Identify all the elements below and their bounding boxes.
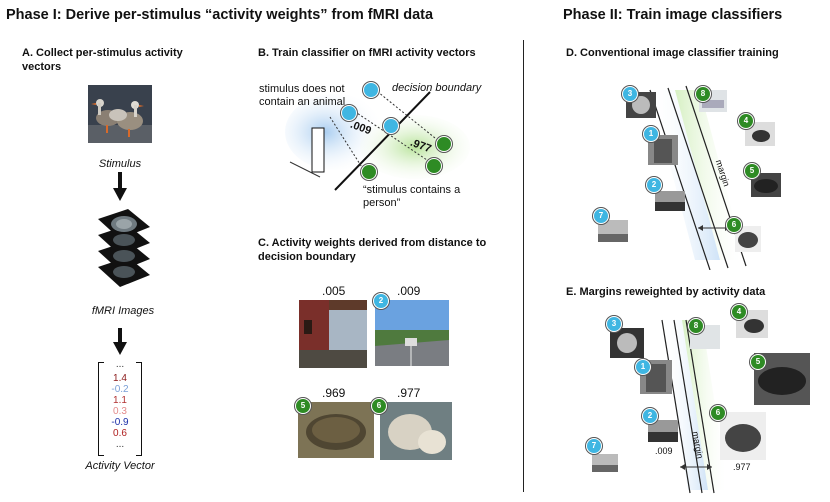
phase-divider (523, 40, 524, 492)
vector-value: -0.9 (111, 417, 129, 428)
reweighted-classifier (661, 319, 728, 494)
vector-value: 0.3 (113, 406, 127, 417)
e-weight-left: .009 (655, 446, 673, 456)
phase1-title: Phase I: Derive per-stimulus “activity w… (6, 7, 434, 23)
vector-bracket-right (136, 362, 142, 456)
person-label: “stimulus contains a person” (363, 184, 461, 209)
badge-blue (363, 82, 379, 98)
badge-blue: 1 (635, 359, 651, 375)
thumb-1 (640, 360, 672, 394)
badge-green: 5 (744, 163, 760, 179)
vector-value: 0.6 (113, 428, 127, 439)
vector-value: 1.4 (113, 373, 127, 384)
thumb-2 (648, 420, 678, 442)
badge-green (361, 164, 377, 180)
badge-blue: 3 (622, 86, 638, 102)
section-b-title: B. Train classifier on fMRI activity vec… (258, 47, 476, 59)
vector-value: ... (115, 439, 125, 450)
vector-bracket-left (98, 362, 104, 456)
badge-blue: 2 (646, 177, 662, 193)
weight-1: .005 (322, 284, 346, 298)
badge-green: 6 (726, 217, 742, 233)
badge-blue: 7 (586, 438, 602, 454)
highway-photo (375, 300, 449, 366)
fmri-label: fMRI Images (91, 305, 155, 317)
seal-photo (380, 402, 452, 460)
thumb-6 (735, 226, 761, 252)
badge-blue (341, 105, 357, 121)
negative-region (285, 94, 385, 170)
badge-green (436, 136, 452, 152)
thumb-7 (592, 454, 618, 472)
vector-value: -0.2 (111, 384, 129, 395)
section-d-title: D. Conventional image classifier trainin… (566, 47, 779, 59)
badge-blue: 7 (593, 208, 609, 224)
badge-green: 4 (731, 304, 747, 320)
thumb-4 (736, 310, 768, 338)
weight-4: .977 (397, 386, 421, 400)
badge-blue: 2 (373, 293, 389, 309)
badge-green: 5 (750, 354, 766, 370)
stimulus-label: Stimulus (98, 158, 142, 170)
thumb-3 (610, 328, 644, 358)
geese-picture (88, 85, 152, 143)
e-weight-right: .977 (733, 462, 751, 472)
fmri-stack-icon (98, 209, 150, 287)
weight-2: .009 (397, 284, 421, 298)
badge-blue: 1 (643, 126, 659, 142)
vector-value: 1.1 (113, 395, 127, 406)
decision-boundary-line (334, 91, 431, 191)
badge-green: 6 (710, 405, 726, 421)
section-c-title: C. Activity weights derived from distanc… (258, 237, 487, 263)
street-photo (299, 300, 367, 368)
badge-blue: 2 (642, 408, 658, 424)
thumb-6 (720, 412, 766, 460)
badge-blue: 3 (606, 316, 622, 332)
down-arrow-icon (113, 172, 127, 201)
thumb-3 (626, 92, 656, 118)
badge-green: 6 (371, 398, 387, 414)
not-animal-label: stimulus does not contain an animal (259, 83, 346, 108)
tortoise-photo (298, 402, 374, 458)
vector-label: Activity Vector (85, 460, 155, 472)
badge-green: 5 (295, 398, 311, 414)
thumb-2 (655, 191, 685, 211)
badge-green: 4 (738, 113, 754, 129)
badge-green: 8 (688, 318, 704, 334)
badge-green: 8 (695, 86, 711, 102)
badge-blue (383, 118, 399, 134)
weight-3: .969 (322, 386, 346, 400)
down-arrow-icon-2 (113, 328, 127, 355)
stimulus-image (88, 85, 152, 143)
phase2-title: Phase II: Train image classifiers (563, 7, 783, 23)
decision-boundary-label: decision boundary (392, 82, 482, 94)
badge-green (426, 158, 442, 174)
thumb-7 (598, 220, 628, 242)
vector-value: ... (115, 359, 125, 370)
section-a-title: A. Collect per-stimulus activity vectors (22, 47, 183, 73)
section-e-title: E. Margins reweighted by activity data (566, 286, 766, 298)
